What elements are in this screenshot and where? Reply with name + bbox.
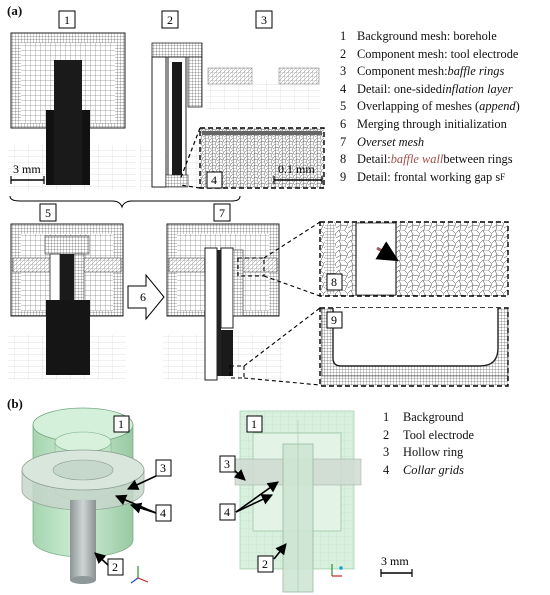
b-3d-view	[21, 407, 149, 584]
legend-a-item: 4 Detail: one-sided inflation layer	[340, 81, 520, 99]
grouping-brace	[9, 195, 241, 209]
legend-b-text: Background	[403, 410, 464, 424]
legend-a-text: Merging through initialization	[357, 116, 507, 131]
legend-a-num: 1	[340, 29, 347, 43]
legend-a-text: Detail: one-sided	[357, 81, 442, 96]
box-a8: 8	[331, 275, 337, 289]
b-arrows	[94, 469, 287, 566]
panel-label-a: (a)	[7, 3, 23, 18]
legend-a-text: Detail:	[357, 152, 391, 167]
legend-a-item: 8 Detail: baffle wall between rings	[340, 151, 520, 169]
mesh-7-overset	[163, 223, 283, 381]
mesh-5-append	[8, 223, 126, 380]
legend-a-italic: inflation layer	[442, 81, 513, 96]
legend-a-italic: baffle rings	[447, 64, 505, 79]
b-section-view	[234, 410, 362, 593]
scale-label-left: 3 mm	[13, 162, 41, 176]
legend-a-item: 2 Component mesh: tool electrode	[340, 46, 520, 64]
legend-b-num: 1	[383, 410, 390, 424]
legend-b-num: 4	[383, 462, 390, 477]
legend-a-italic: Overset mesh	[357, 134, 425, 149]
detail-4-inflation-layer	[179, 127, 325, 189]
legend-a-num: 6	[340, 116, 347, 131]
box-b2-2d: 2	[262, 557, 268, 571]
legend-b-num: 2	[383, 427, 390, 442]
box-a5: 5	[45, 206, 51, 220]
box-labels-a: 1 2 3 4 5 6 7 8 9 3 mm 0.1 mm	[13, 10, 343, 329]
scale-label-detail: 0.1 mm	[278, 162, 315, 176]
legend-a-item: 7 Overset mesh	[340, 134, 520, 152]
legend-a-item: 5 Overlapping of meshes (append)	[340, 98, 520, 116]
legend-a-num: 7	[340, 134, 347, 149]
legend-a-subscript: F	[500, 171, 506, 182]
mesh-3-baffle-rings	[205, 67, 320, 110]
legend-b-item: 2 Tool electrode	[383, 427, 474, 445]
legend-a-item: 6 Merging through initialization	[340, 116, 520, 134]
legend-a-text: Detail: frontal working gap s	[357, 169, 501, 184]
legend-a-italic-highlight: baffle wall	[390, 152, 444, 167]
merge-arrow-6	[127, 273, 165, 321]
legend-a-item: 1 Background mesh: borehole	[340, 28, 520, 46]
scale-bar-left	[10, 176, 45, 184]
axes-triad-3d	[130, 566, 149, 584]
scale-label-b: 3 mm	[381, 554, 409, 568]
box-labels-b: 1 2 3 4 1 2 3 4	[107, 415, 274, 576]
legend-a-text: Component mesh: tool electrode	[357, 46, 519, 61]
legend-a-num: 8	[340, 152, 347, 167]
legend-a-num: 4	[340, 81, 347, 96]
box-b4-2d: 4	[224, 505, 230, 519]
panel-label-b: (b)	[7, 396, 23, 411]
legend-a-num: 9	[340, 169, 347, 184]
box-b3-3d: 3	[160, 461, 166, 475]
legend-a-text: )	[515, 99, 520, 114]
box-b2-3d: 2	[112, 560, 118, 574]
axes-triad-2d	[331, 564, 343, 577]
box-a6: 6	[140, 290, 146, 304]
legend-a-num: 5	[340, 99, 347, 114]
box-a1: 1	[64, 13, 70, 27]
box-a2: 2	[167, 13, 173, 27]
legend-b-item: 3 Hollow ring	[383, 444, 474, 462]
legend-b-text: Hollow ring	[403, 445, 464, 460]
legend-a-italic: append	[479, 99, 516, 114]
legend-a-text: Overlapping of meshes (	[357, 99, 480, 114]
box-b1-2d: 1	[251, 417, 257, 431]
detail-9-working-gap	[319, 307, 509, 387]
legend-a-text: Component mesh:	[357, 64, 448, 79]
box-b1-3d: 1	[118, 417, 124, 431]
legend-a-num: 3	[340, 64, 347, 79]
legend-a-item: 3 Component mesh: baffle rings	[340, 63, 520, 81]
mesh-1-borehole	[8, 32, 136, 190]
legend-b-text: Tool electrode	[403, 427, 475, 442]
scale-bar-b: 3 mm	[380, 554, 413, 577]
box-a9: 9	[331, 313, 337, 327]
scale-bar-detail	[273, 176, 323, 184]
legend-b-item: 1 Background	[383, 409, 474, 427]
legend-a-text: Background mesh: borehole	[357, 29, 497, 43]
box-b4-3d: 4	[160, 506, 166, 520]
box-a7: 7	[219, 206, 225, 220]
zoom-lines	[229, 221, 321, 386]
legend-b: 1 Background 2 Tool electrode 3 Hollow ring…	[383, 409, 474, 479]
legend-b-italic: Collar grids	[403, 462, 464, 477]
legend-b-item: 4 Collar grids	[383, 462, 474, 480]
detail-8-baffle-wall	[319, 221, 509, 297]
legend-b-num: 3	[383, 445, 390, 460]
mesh-2-tool-electrode	[140, 42, 203, 190]
box-a4: 4	[211, 173, 217, 187]
legend-a-num: 2	[340, 46, 347, 61]
box-b3-2d: 3	[224, 457, 230, 471]
box-a3: 3	[261, 13, 267, 27]
legend-a-text: between rings	[443, 152, 513, 167]
